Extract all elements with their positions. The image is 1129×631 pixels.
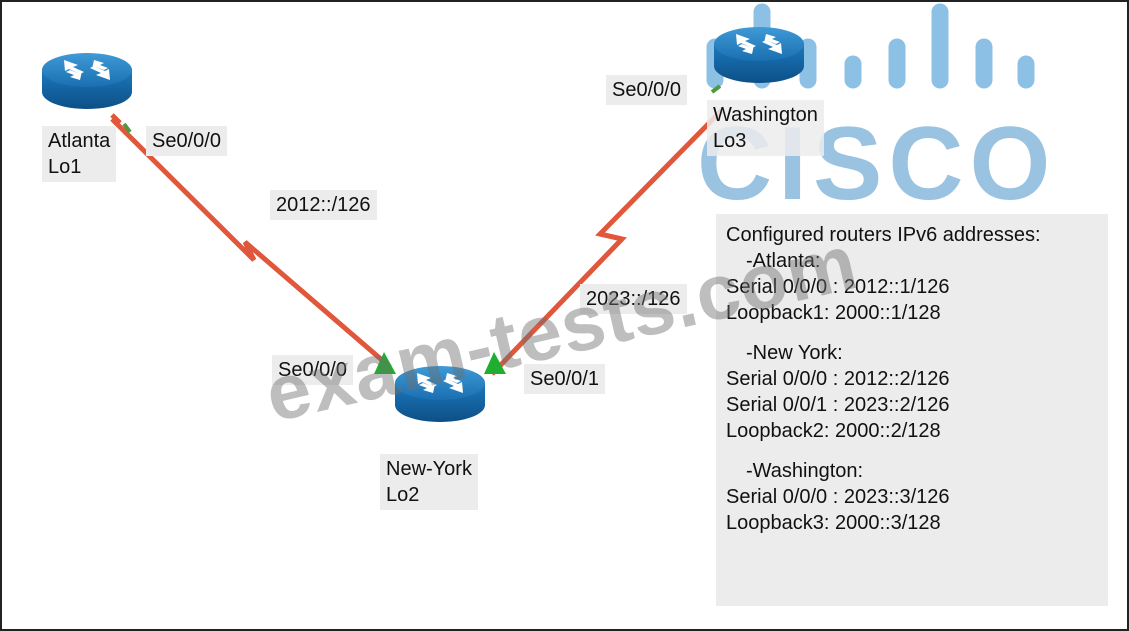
panel-title: Configured routers IPv6 addresses: bbox=[726, 224, 1041, 246]
address-line: Serial 0/0/0 : 2023::3/126 bbox=[726, 486, 950, 508]
interface-label-newyork-se000: Se0/0/0 bbox=[272, 355, 353, 385]
address-line: Serial 0/0/1 : 2023::2/126 bbox=[726, 394, 950, 416]
section-heading: -Washington: bbox=[746, 460, 864, 482]
router-icon[interactable] bbox=[395, 366, 485, 422]
router-loopback: Lo2 bbox=[386, 484, 420, 506]
address-line: Serial 0/0/0 : 2012::1/126 bbox=[726, 276, 950, 298]
ipv6-address-panel: Configured routers IPv6 addresses: -Atla… bbox=[716, 214, 1108, 606]
address-line: Serial 0/0/0 : 2012::2/126 bbox=[726, 368, 950, 390]
interface-up-triangle bbox=[484, 352, 506, 374]
router-label-atlanta: Atlanta Lo1 bbox=[42, 126, 117, 182]
section-heading: -New York: bbox=[746, 342, 843, 364]
router-name: New-York bbox=[386, 458, 472, 480]
section-heading: -Atlanta: bbox=[746, 250, 821, 272]
interface-label-newyork-se001: Se0/0/1 bbox=[524, 364, 605, 394]
interface-label-washington: Se0/0/0 bbox=[606, 75, 687, 105]
router-label-newyork: New-York Lo2 bbox=[380, 454, 478, 510]
cisco-logo-bars bbox=[706, 3, 1035, 89]
link-endpoint-washington bbox=[710, 84, 722, 94]
address-line: Loopback1: 2000::1/128 bbox=[726, 302, 941, 324]
address-line: Loopback3: 2000::3/128 bbox=[726, 512, 941, 534]
router-label-washington: Washington Lo3 bbox=[707, 100, 824, 156]
serial-link-newyork-washington[interactable] bbox=[490, 108, 724, 376]
router-icon[interactable] bbox=[714, 27, 804, 83]
subnet-label-2023: 2023::/126 bbox=[580, 284, 687, 314]
router-name: Washington bbox=[713, 104, 818, 126]
interface-label-atlanta: Se0/0/0 bbox=[146, 126, 227, 156]
router-icon[interactable] bbox=[42, 53, 132, 109]
router-loopback: Lo1 bbox=[48, 156, 82, 178]
link-endpoint-atlanta bbox=[110, 113, 132, 134]
router-name: Atlanta bbox=[48, 130, 111, 152]
interface-up-triangle bbox=[374, 352, 396, 374]
router-loopback: Lo3 bbox=[713, 130, 747, 152]
address-line: Loopback2: 2000::2/128 bbox=[726, 420, 941, 442]
serial-link-atlanta-newyork[interactable] bbox=[110, 117, 392, 369]
subnet-label-2012: 2012::/126 bbox=[270, 190, 377, 220]
